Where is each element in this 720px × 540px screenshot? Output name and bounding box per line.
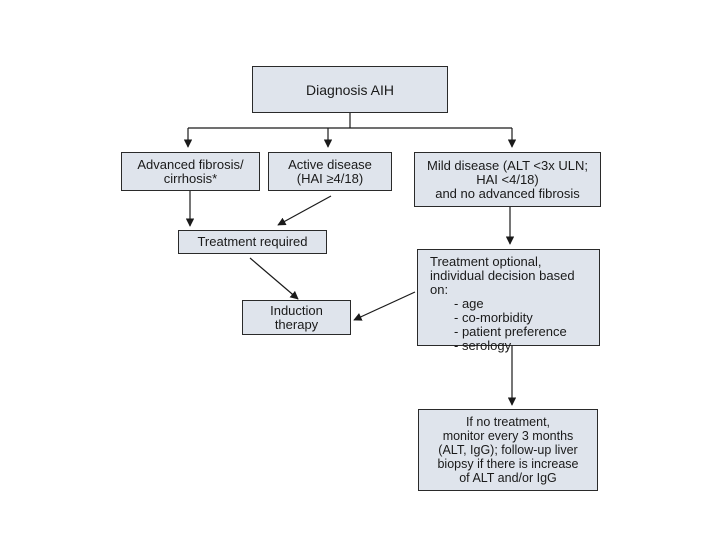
node-text: Treatment required <box>197 234 308 249</box>
node-mild-disease: Mild disease (ALT <3x ULN; HAI <4/18) an… <box>414 152 601 207</box>
edge-active-disease-to-treatment-required <box>277 195 332 226</box>
node-text: therapy <box>274 316 319 332</box>
node-text: of ALT and/or IgG <box>459 471 557 485</box>
node-advanced-fibrosis: Advanced fibrosis/ cirrhosis* <box>121 152 260 191</box>
node-list-item: - age <box>454 296 484 311</box>
node-text: HAI <4/18) <box>476 171 539 187</box>
node-text: Mild disease (ALT <3x ULN; <box>426 157 588 173</box>
node-no-treatment-monitoring: If no treatment, monitor every 3 months … <box>418 409 598 491</box>
node-text: (HAI ≥4/18) <box>296 170 364 186</box>
node-induction-therapy: Induction therapy <box>242 300 351 335</box>
node-treatment-required: Treatment required <box>178 230 327 254</box>
node-text: Induction <box>270 302 323 318</box>
node-list-item: - co-morbidity <box>454 310 533 325</box>
node-text: monitor every 3 months <box>442 429 574 443</box>
node-text: cirrhosis* <box>163 170 218 186</box>
edge-treatment-optional-to-induction-therapy <box>353 291 416 321</box>
node-text: (ALT, IgG); follow-up liver <box>438 443 578 457</box>
node-text: If no treatment, <box>465 415 551 429</box>
node-text: Active disease <box>288 156 372 172</box>
edge-treatment-required-to-induction-therapy <box>249 257 299 300</box>
node-list-item: - serology <box>454 338 512 353</box>
node-text: biopsy if there is increase <box>437 457 579 471</box>
node-text: on: <box>430 282 449 297</box>
node-text: Treatment optional, <box>430 254 542 269</box>
node-text: individual decision based <box>430 268 575 283</box>
node-text: and no advanced fibrosis <box>435 185 580 201</box>
node-active-disease: Active disease (HAI ≥4/18) <box>268 152 392 191</box>
node-text: Diagnosis AIH <box>306 81 394 98</box>
node-treatment-optional: Treatment optional, individual decision … <box>417 249 600 353</box>
node-diagnosis-aih: Diagnosis AIH <box>252 66 448 113</box>
node-text: Advanced fibrosis/ <box>137 156 244 172</box>
node-list-item: - patient preference <box>454 324 567 339</box>
